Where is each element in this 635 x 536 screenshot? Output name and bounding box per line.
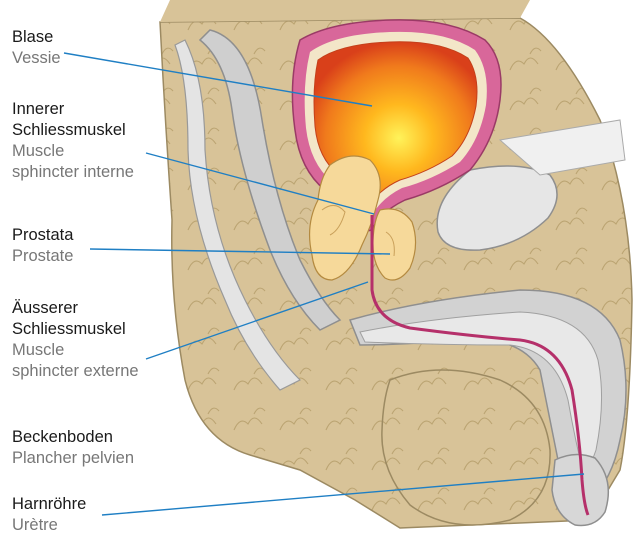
label-bladder-de: Blase <box>12 27 61 48</box>
label-external-sphincter-de-1: Äusserer <box>12 298 139 319</box>
label-internal-sphincter: Innerer Schliessmuskel Muscle sphincter … <box>12 99 134 183</box>
label-pelvic-floor-fr: Plancher pelvien <box>12 448 134 469</box>
label-prostate-de: Prostata <box>12 225 73 246</box>
label-internal-sphincter-fr-1: Muscle <box>12 141 134 162</box>
label-prostate-fr: Prostate <box>12 246 73 267</box>
label-internal-sphincter-de-2: Schliessmuskel <box>12 120 134 141</box>
label-external-sphincter-fr-2: sphincter externe <box>12 361 139 382</box>
label-pelvic-floor: Beckenboden Plancher pelvien <box>12 427 134 469</box>
label-urethra-fr: Urètre <box>12 515 86 536</box>
label-prostate: Prostata Prostate <box>12 225 73 267</box>
label-external-sphincter-de-2: Schliessmuskel <box>12 319 139 340</box>
label-external-sphincter: Äusserer Schliessmuskel Muscle sphincter… <box>12 298 139 382</box>
label-internal-sphincter-fr-2: sphincter interne <box>12 162 134 183</box>
label-pelvic-floor-de: Beckenboden <box>12 427 134 448</box>
label-urethra-de: Harnröhre <box>12 494 86 515</box>
label-bladder: Blase Vessie <box>12 27 61 69</box>
label-external-sphincter-fr-1: Muscle <box>12 340 139 361</box>
label-internal-sphincter-de-1: Innerer <box>12 99 134 120</box>
label-bladder-fr: Vessie <box>12 48 61 69</box>
